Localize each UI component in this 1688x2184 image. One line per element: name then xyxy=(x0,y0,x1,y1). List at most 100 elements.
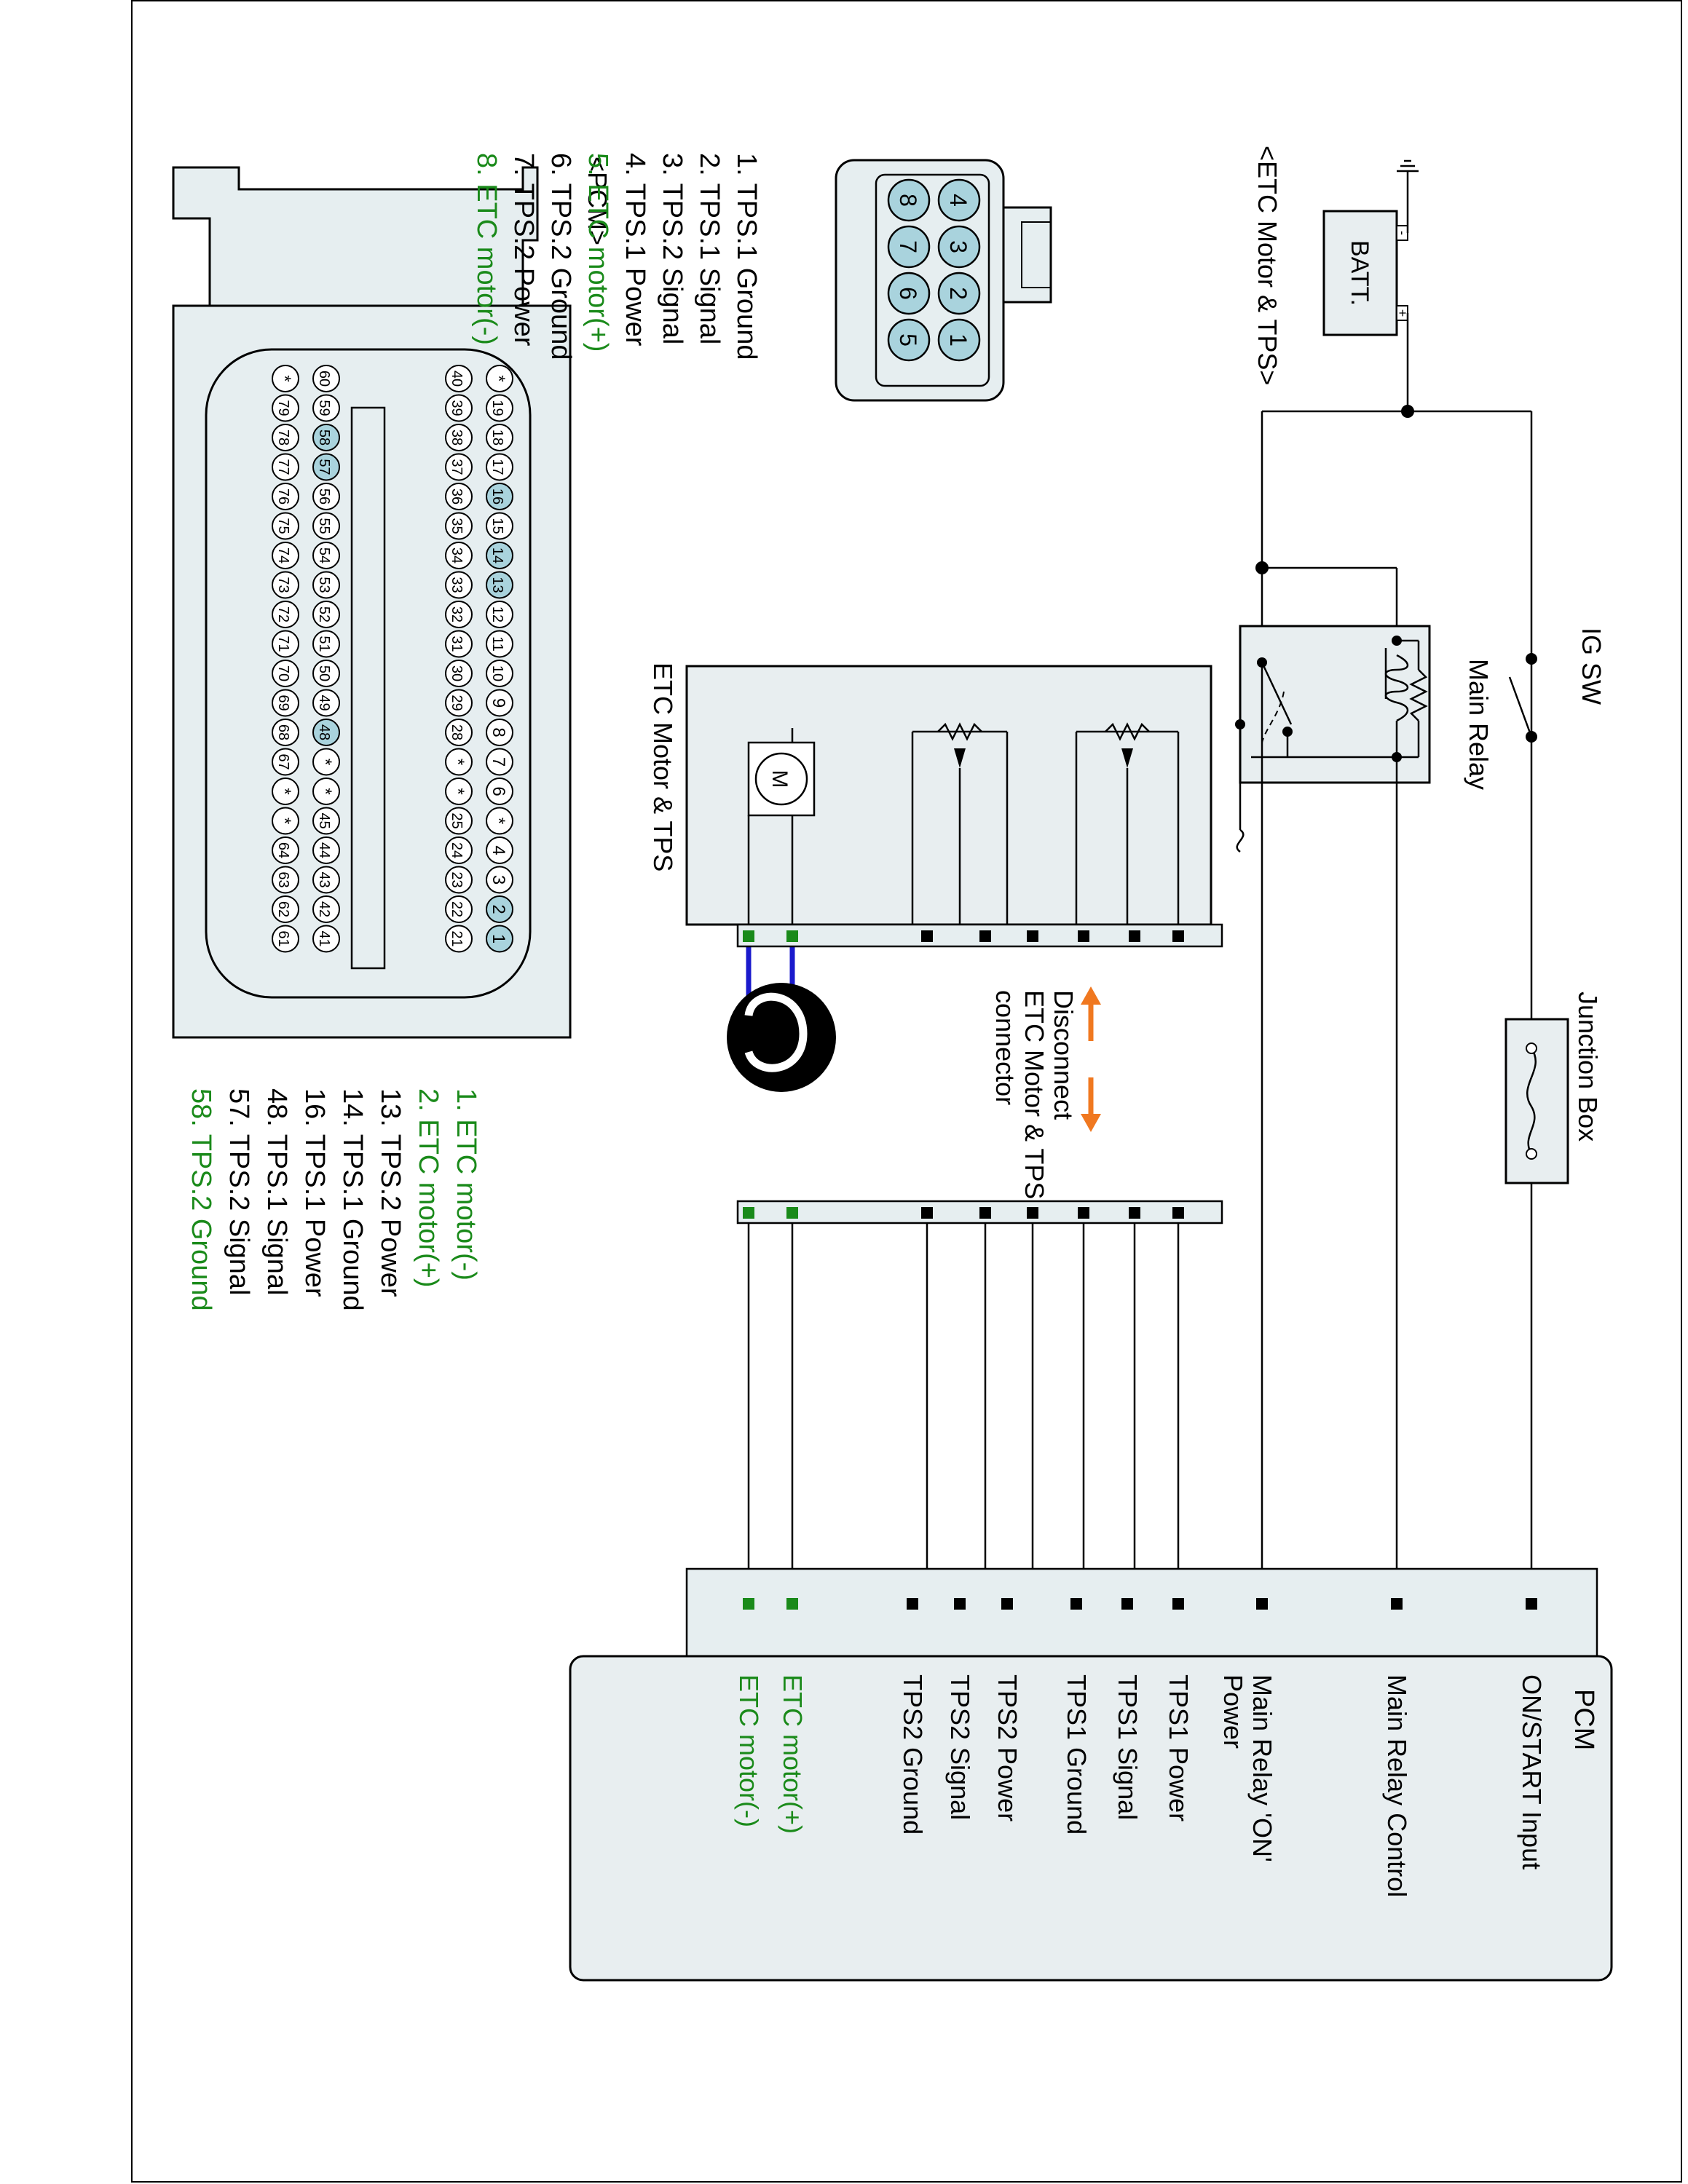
pcm-connector-pin xyxy=(312,866,340,894)
pcm-connector-pin xyxy=(486,601,513,628)
pcm-connector-pin xyxy=(486,925,513,953)
pcm-connector-pin xyxy=(445,601,473,628)
etc-connector-pin xyxy=(887,318,931,362)
pcm-connector-pin-number: 62 xyxy=(275,901,291,917)
pcm-connector-pin-number: 75 xyxy=(275,518,291,534)
motor-symbol: M xyxy=(768,770,792,788)
relay-resistor xyxy=(1409,669,1428,721)
pcm-legend-item: 48. TPS.1 Signal xyxy=(261,1088,292,1295)
pcm-connector-pin xyxy=(486,719,513,746)
pcm-connector-pin xyxy=(312,512,340,540)
pcm-connector-pin xyxy=(312,778,340,805)
pcm-connector-pin-number: 79 xyxy=(275,400,291,416)
pcm-connector-pin xyxy=(272,778,299,805)
etc-connector-pin-frame xyxy=(875,173,990,387)
disconnect-note-line: Disconnect xyxy=(1049,990,1078,1120)
pcm-legend-item: 13. TPS.2 Power xyxy=(375,1088,406,1297)
pcm-connector-pin-number: 29 xyxy=(449,695,465,711)
pcm-connector-pin-number: 31 xyxy=(449,636,465,652)
ig-switch-blade xyxy=(1508,676,1533,737)
pcm-connector-pin xyxy=(312,660,340,687)
pcm-input-pin xyxy=(786,1598,798,1610)
etc-legend-item: 8. ETC motor(-) xyxy=(471,153,502,345)
pcm-connector-pin xyxy=(445,453,473,481)
pcm-connector-pin xyxy=(272,512,299,540)
pcm-legend-item: 2. ETC motor(+) xyxy=(413,1088,443,1287)
harness-pin xyxy=(743,1207,754,1219)
pcm-connector-pin xyxy=(272,542,299,569)
pcm-connector-pin xyxy=(312,483,340,510)
pcm-connector-pin-number: * xyxy=(275,818,294,824)
pcm-connector-pin-number: 10 xyxy=(489,665,505,681)
pcm-connector-pin xyxy=(445,719,473,746)
pcm-connector-center-rib xyxy=(350,406,386,970)
harness-pin xyxy=(1078,1207,1089,1219)
etc-connector-pin xyxy=(887,178,931,222)
diagram-border xyxy=(131,0,1682,2183)
pcm-legend-item: 1. ETC motor(-) xyxy=(451,1088,481,1281)
pcm-input-label: TPS1 Signal xyxy=(1113,1674,1143,1820)
etc-module-pin xyxy=(1078,930,1089,942)
ig-switch-contact xyxy=(1526,653,1537,665)
pcm-connector-pin xyxy=(486,365,513,392)
pcm-connector-pin-number: 22 xyxy=(449,901,465,917)
pcm-connector-pin-number: 38 xyxy=(449,430,465,446)
pcm-connector-pin xyxy=(486,483,513,510)
relay-link-dashed xyxy=(1261,691,1285,743)
pcm-connector-pin-number: 15 xyxy=(489,518,505,534)
etc-connector-pin-number: 6 xyxy=(895,287,921,300)
pcm-input-label: ETC motor(+) xyxy=(778,1674,808,1834)
pcm-connector-pin-number: 74 xyxy=(275,547,291,563)
pcm-connector-pin xyxy=(272,895,299,923)
etc-module-label: ETC Motor & TPS xyxy=(648,662,678,871)
pcm-connector-pin-number: 57 xyxy=(316,459,332,475)
pcm-connector-pin-number: 71 xyxy=(275,636,291,652)
pcm-connector-pin-number: 1 xyxy=(489,934,508,943)
junction-box-label: Junction Box xyxy=(1573,992,1603,1142)
etc-connector-latch-slot xyxy=(1021,221,1052,288)
pcm-connector-pin-number: 30 xyxy=(449,665,465,681)
pcm-connector-pin xyxy=(486,542,513,569)
pcm-input-label: TPS2 Ground xyxy=(898,1674,928,1835)
etc-module-pin xyxy=(921,930,933,942)
battery-box xyxy=(1322,210,1398,336)
tps2-resistor xyxy=(937,722,982,741)
pcm-connector-pin xyxy=(445,365,473,392)
pcm-connector-pin xyxy=(486,748,513,776)
pcm-connector-pin xyxy=(272,925,299,953)
pcm-box xyxy=(569,1655,1613,1982)
pcm-connector-pin-number: 18 xyxy=(489,430,505,446)
pcm-connector-pin-number: 73 xyxy=(275,577,291,593)
pcm-connector-pin xyxy=(272,660,299,687)
harness-pin xyxy=(786,1207,798,1219)
pcm-connector-pin-number: * xyxy=(448,759,468,765)
pcm-connector-pin xyxy=(312,836,340,864)
pcm-connector-pin-number: 3 xyxy=(489,875,508,885)
pcm-connector-pin-number: 9 xyxy=(489,698,508,708)
etc-legend-item: 6. TPS.2 Ground xyxy=(545,153,576,360)
tps2-wiper-arrow xyxy=(954,748,966,768)
pcm-connector-pin xyxy=(272,748,299,776)
tps1-resistor xyxy=(1105,722,1150,741)
etc-connector-pin xyxy=(937,178,981,222)
pcm-connector-pin xyxy=(486,895,513,923)
pcm-connector-pin xyxy=(486,424,513,451)
pcm-connector-pin xyxy=(312,925,340,953)
pcm-connector-pin-number: * xyxy=(275,788,294,794)
pcm-connector-pin-number: 39 xyxy=(449,400,465,416)
pcm-connector-pin-number: * xyxy=(315,759,335,765)
etc-connector-pin-number: 8 xyxy=(895,194,921,207)
pcm-connector-pin xyxy=(486,836,513,864)
disconnect-note-line: connector xyxy=(990,990,1020,1105)
pcm-connector-pin-number: 77 xyxy=(275,459,291,475)
pcm-connector-pin-number: 59 xyxy=(316,400,332,416)
pcm-input-label: ETC motor(-) xyxy=(734,1674,764,1827)
pcm-connector-face: <PCM>*191817161514131211109876*432140393… xyxy=(172,157,612,1039)
etc-legend-item: 2. TPS.1 Signal xyxy=(694,153,725,344)
pcm-input-pin xyxy=(954,1598,966,1610)
etc-module-pin xyxy=(1129,930,1140,942)
etc-module-pin xyxy=(1172,930,1184,942)
